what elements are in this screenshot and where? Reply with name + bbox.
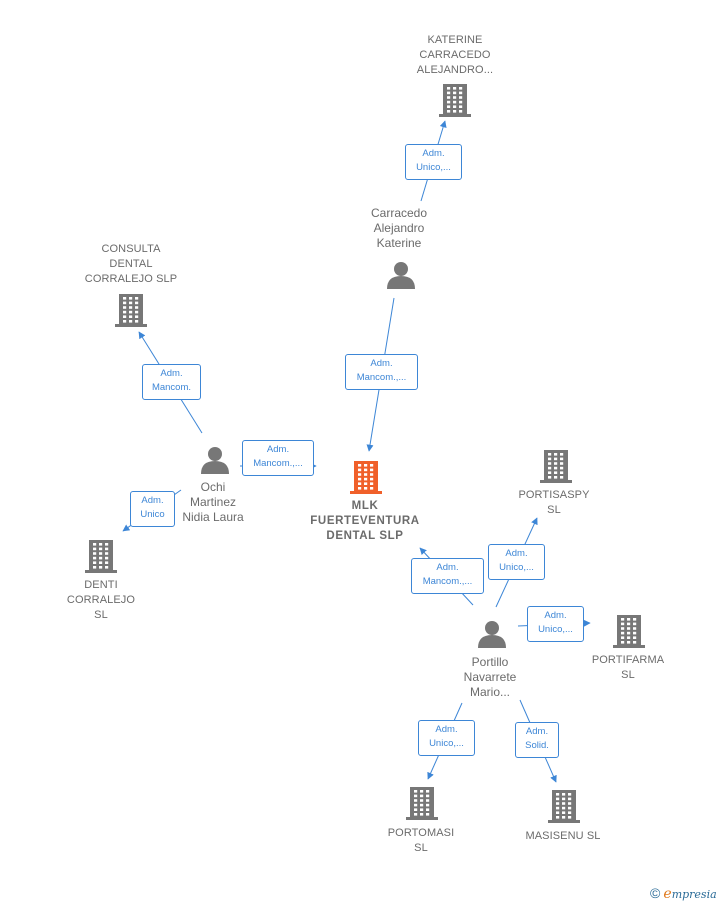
edge-role-label[interactable]: Adm. Mancom.,... bbox=[345, 354, 418, 390]
node-label-masisenu[interactable]: MASISENU SL bbox=[508, 829, 618, 844]
node-label-line: SL bbox=[621, 669, 635, 681]
node-label-line: Portillo bbox=[471, 655, 509, 669]
node-label-line: PORTISASPY bbox=[518, 489, 590, 501]
person-icon bbox=[478, 621, 506, 648]
node-label-line: Alejandro bbox=[373, 221, 425, 235]
node-label-line: Martinez bbox=[189, 495, 236, 509]
edge-role-label[interactable]: Adm. Unico,... bbox=[405, 144, 462, 180]
node-label-line: Ochi bbox=[200, 480, 226, 494]
edge-role-line: Adm. bbox=[422, 148, 445, 159]
node-label-portifarma[interactable]: PORTIFARMA SL bbox=[573, 653, 683, 683]
building-icon bbox=[439, 84, 471, 117]
node-label-portomasi[interactable]: PORTOMASI SL bbox=[366, 826, 476, 856]
node-label-line: SL bbox=[547, 504, 561, 516]
edge-role-line: Unico,... bbox=[538, 624, 573, 635]
node-label-line: PORTOMASI bbox=[387, 827, 455, 839]
node-label-line: KATERINE bbox=[427, 34, 483, 46]
node-label-line: Nidia Laura bbox=[182, 510, 244, 524]
building-icon bbox=[613, 615, 645, 648]
edge-role-line: Adm. bbox=[505, 548, 528, 559]
node-label-line: CARRACEDO bbox=[419, 49, 491, 61]
logo-e: e bbox=[663, 886, 672, 902]
edge-role-line: Mancom. bbox=[151, 382, 192, 393]
edge-role-line: Unico,... bbox=[429, 738, 464, 749]
edge-role-line: Adm. bbox=[160, 368, 183, 379]
node-label-mlk[interactable]: MLK FUERTEVENTURA DENTAL SLP bbox=[295, 499, 435, 544]
edge-role-label[interactable]: Adm. Mancom.,... bbox=[411, 558, 484, 594]
edge-role-line: Mancom.,... bbox=[356, 372, 407, 383]
edge-role-label[interactable]: Adm. Unico,... bbox=[527, 606, 584, 642]
building-icon bbox=[115, 294, 147, 327]
node-label-katerine-company[interactable]: KATERINE CARRACEDO ALEJANDRO... bbox=[395, 33, 515, 78]
building-icon bbox=[350, 461, 382, 494]
edge-role-label[interactable]: Adm. Unico bbox=[130, 491, 175, 527]
node-label-line: SL bbox=[94, 609, 108, 621]
edge-role-line: Mancom.,... bbox=[422, 576, 473, 587]
node-label-line: DENTI bbox=[84, 579, 118, 591]
edge-role-label[interactable]: Adm. Unico,... bbox=[488, 544, 545, 580]
node-label-line: FUERTEVENTURA bbox=[310, 515, 420, 527]
person-icon bbox=[387, 262, 415, 289]
node-label-denti[interactable]: DENTI CORRALEJO SL bbox=[51, 578, 151, 623]
edge-role-line: Adm. bbox=[436, 562, 459, 573]
node-label-line: Mario... bbox=[469, 685, 510, 699]
edge-role-line: Adm. bbox=[544, 610, 567, 621]
node-label-line: Katerine bbox=[376, 236, 422, 250]
node-label-line: CORRALEJO SLP bbox=[84, 273, 178, 285]
edge-role-line: Unico,... bbox=[416, 162, 451, 173]
edge-role-line: Mancom.,... bbox=[253, 458, 303, 469]
edge-role-line: Adm. bbox=[266, 444, 290, 455]
building-icon bbox=[540, 450, 572, 483]
node-label-line: CONSULTA bbox=[101, 243, 161, 255]
node-label-consulta[interactable]: CONSULTA DENTAL CORRALEJO SLP bbox=[66, 242, 196, 287]
building-icon bbox=[548, 790, 580, 823]
node-label-line: SL bbox=[414, 842, 428, 854]
node-label-line: Carracedo bbox=[370, 206, 428, 220]
edge-role-label[interactable]: Adm. Mancom.,... bbox=[242, 440, 314, 476]
node-label-line: PORTIFARMA bbox=[591, 654, 665, 666]
edge-role-line: Solid. bbox=[525, 740, 549, 751]
logo-text: mpresia bbox=[671, 888, 717, 901]
edge-role-line: Adm. bbox=[435, 724, 458, 735]
building-icon bbox=[406, 787, 438, 820]
node-label-portisaspy[interactable]: PORTISASPY SL bbox=[499, 488, 609, 518]
edge-role-line: Adm. bbox=[525, 726, 549, 737]
edge-role-line: Unico,... bbox=[499, 562, 534, 573]
edge-role-label[interactable]: Adm. Unico,... bbox=[418, 720, 475, 756]
node-label-line: DENTAL SLP bbox=[326, 530, 404, 542]
node-label-line: MLK bbox=[351, 500, 379, 512]
node-label-line: CORRALEJO bbox=[66, 594, 136, 606]
edge-role-label[interactable]: Adm. Mancom. bbox=[142, 364, 201, 400]
icons-layer bbox=[85, 84, 645, 823]
node-label-line: ALEJANDRO... bbox=[416, 64, 494, 76]
copyright-symbol: © bbox=[650, 885, 661, 901]
edge-role-line: Adm. bbox=[370, 358, 393, 369]
node-label-line: Navarrete bbox=[463, 670, 517, 684]
node-label-line: DENTAL bbox=[109, 258, 153, 270]
edge-role-line: Unico bbox=[140, 509, 165, 520]
person-icon bbox=[201, 447, 229, 474]
node-label-line: MASISENU SL bbox=[525, 830, 601, 842]
edge-role-line: Adm. bbox=[141, 495, 164, 506]
empresia-logo: © empresia bbox=[650, 885, 717, 902]
edge-role-label[interactable]: Adm. Solid. bbox=[515, 722, 559, 758]
building-icon bbox=[85, 540, 117, 573]
